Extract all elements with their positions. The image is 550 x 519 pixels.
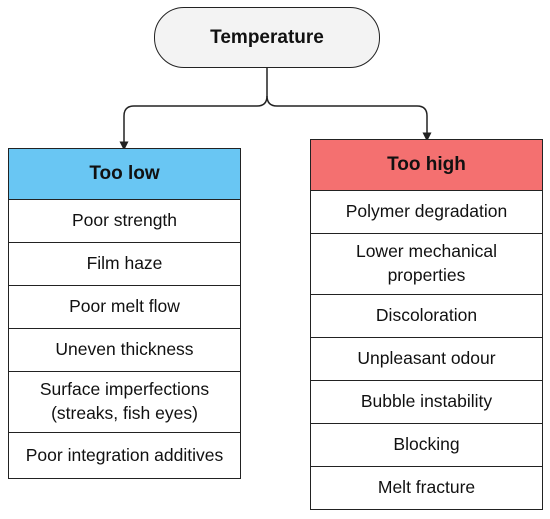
- too-low-item: Poor strength: [8, 200, 241, 243]
- too-low-header: Too low: [8, 148, 241, 200]
- temperature-node: Temperature: [154, 7, 380, 68]
- too-low-item: Surface imperfections(streaks, fish eyes…: [8, 372, 241, 433]
- too-high-item: Bubble instability: [310, 381, 543, 424]
- too-high-header: Too high: [310, 139, 543, 191]
- too-high-item: Blocking: [310, 424, 543, 467]
- too-high-item: Melt fracture: [310, 467, 543, 510]
- too-low-item: Film haze: [8, 243, 241, 286]
- too-low-item: Uneven thickness: [8, 329, 241, 372]
- too-high-item: Discoloration: [310, 295, 543, 338]
- too-high-item: Unpleasant odour: [310, 338, 543, 381]
- too-high-item: Polymer degradation: [310, 191, 543, 234]
- too-low-item: Poor integration additives: [8, 433, 241, 479]
- temperature-label: Temperature: [210, 26, 324, 48]
- too-low-item: Poor melt flow: [8, 286, 241, 329]
- connector-branch-right: [266, 95, 432, 142]
- connector-trunk: [119, 68, 268, 151]
